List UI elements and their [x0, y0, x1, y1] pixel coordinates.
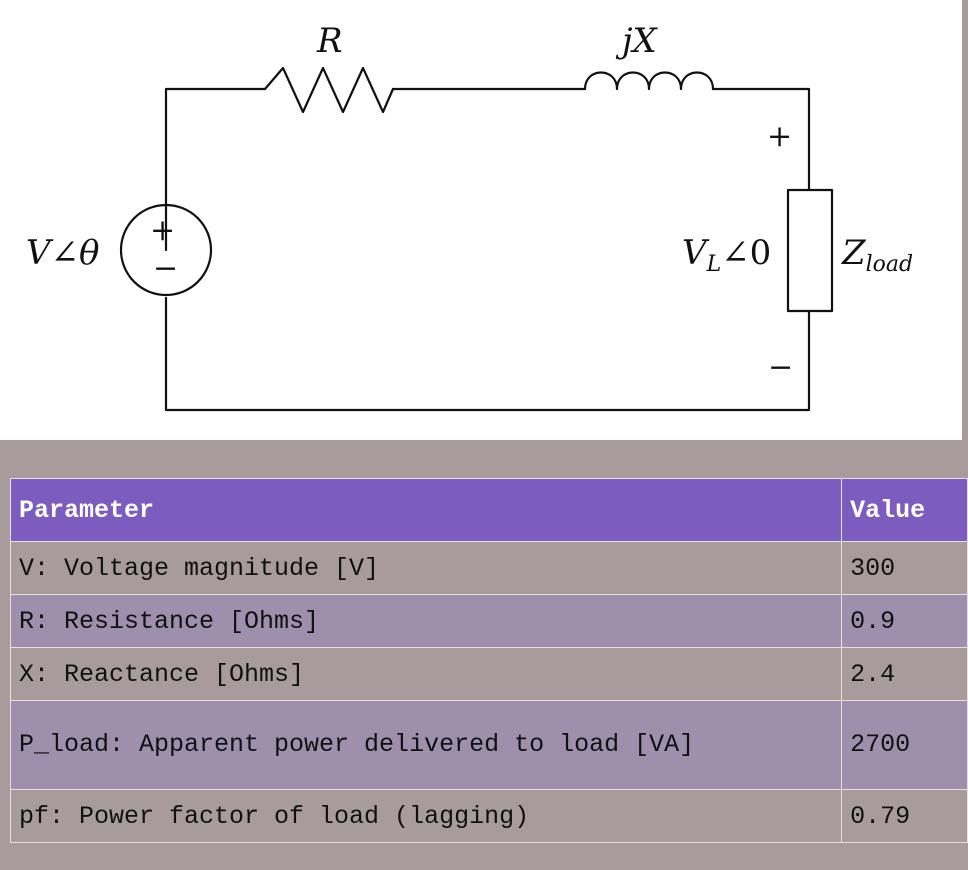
wire-top-right: [711, 87, 811, 192]
param-name-cell: R: Resistance [Ohms]: [9, 594, 843, 648]
inductor-label-j: j: [615, 21, 633, 61]
param-value-cell: 0.9: [841, 594, 968, 648]
param-value-cell: 300: [841, 541, 968, 595]
param-name-cell: V: Voltage magnitude [V]: [9, 541, 843, 595]
resistor-label: R: [316, 21, 343, 61]
source-minus-sign: −: [153, 251, 178, 286]
table-row: pf: Power factor of load (lagging) 0.79: [9, 789, 968, 843]
load-impedance-subscript: load: [866, 252, 913, 277]
table-header-row: Parameter Value: [9, 478, 968, 542]
param-value-cell: 2.4: [841, 647, 968, 701]
load-impedance-box: [786, 188, 834, 313]
circuit-svg: R jX V∠θ + − + − VL∠0 Zload: [26, 21, 913, 412]
table-row: R: Resistance [Ohms] 0.9: [9, 594, 968, 648]
load-voltage-subscript: L: [706, 252, 722, 277]
load-voltage-angle: ∠0: [721, 233, 771, 273]
load-plus-sign: +: [767, 119, 792, 154]
param-value-cell: 2700: [841, 700, 968, 790]
table-row: V: Voltage magnitude [V] 300: [9, 541, 968, 595]
inductor-symbol: [583, 71, 715, 91]
table-row: P_load: Apparent power delivered to load…: [9, 700, 968, 790]
header-value: Value: [841, 478, 968, 542]
resistor-symbol: [263, 66, 395, 114]
load-minus-sign: −: [768, 350, 793, 385]
table-row: X: Reactance [Ohms] 2.4: [9, 647, 968, 701]
param-value-cell: 0.79: [841, 789, 968, 843]
header-parameter: Parameter: [9, 478, 843, 542]
voltage-source-circle: [119, 203, 213, 297]
param-name-cell: X: Reactance [Ohms]: [9, 647, 843, 701]
parameter-table: Parameter Value V: Voltage magnitude [V]…: [9, 478, 968, 843]
load-impedance-label: Zload: [841, 233, 913, 277]
load-voltage-label: VL∠0: [682, 233, 771, 277]
circuit-diagram: R jX V∠θ + − + − VL∠0 Zload: [0, 0, 962, 440]
inductor-label: jX: [615, 21, 659, 61]
wire-bottom: [164, 296, 811, 412]
inductor-label-x: X: [630, 21, 659, 61]
source-plus-sign: +: [150, 213, 175, 248]
param-name-cell: P_load: Apparent power delivered to load…: [9, 700, 843, 790]
source-label: V∠θ: [26, 233, 100, 273]
load-voltage-v: V: [682, 233, 710, 273]
load-impedance-z: Z: [841, 233, 867, 273]
wire-top-left: [164, 87, 267, 252]
param-name-cell: pf: Power factor of load (lagging): [9, 789, 843, 843]
